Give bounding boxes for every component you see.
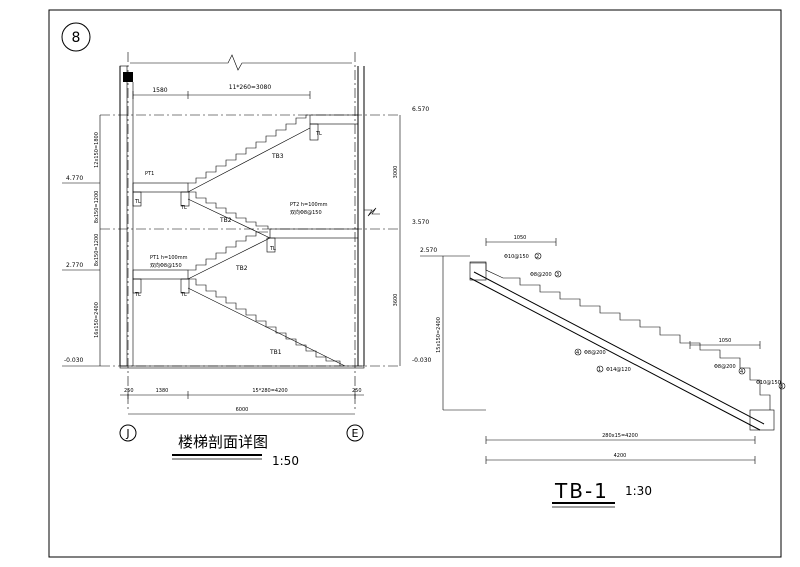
level-mid: 3.570	[412, 219, 429, 226]
stair-section-drawing: 1580 11*260=3080 TB3 TB2 TB2 TB1 TL TL T…	[62, 52, 432, 468]
tb1-height-dim: 15x150=2400	[436, 317, 442, 353]
label-pt1b-rebar: 双向Φ8@150	[150, 262, 182, 269]
label-pt2: PT2 h=100mm	[290, 202, 328, 208]
rebar-1-num: 2	[536, 254, 539, 260]
rebar-5-num: 4	[740, 369, 743, 375]
tb1-title: TB-1	[554, 479, 609, 503]
label-tb2-upper: TB2	[219, 217, 232, 224]
label-tl-6: TL	[180, 292, 187, 298]
section-scale: 1:50	[272, 454, 299, 468]
label-tl-2: TL	[134, 199, 141, 205]
tb1-top-dim: 1050	[514, 235, 527, 241]
left-dim-d: 16x150=2400	[94, 302, 100, 338]
level-left-bottom: -0.030	[64, 357, 84, 364]
tb1-level: 2.570	[420, 247, 437, 254]
label-tb2-lower: TB2	[235, 265, 248, 272]
tb1-detail-drawing: 2.570 15x150=2400 1050 1050 Φ10@150 2 Φ8…	[420, 235, 786, 508]
label-tb3: TB3	[271, 153, 284, 160]
rebar-5-text: Φ8@200	[714, 364, 736, 370]
bottom-dim-1: 1380	[156, 388, 169, 394]
label-tl-5: TL	[134, 292, 141, 298]
axis-bubble-j: J	[125, 427, 129, 440]
detail-number-marker: 8	[61, 22, 91, 52]
tb1-scale: 1:30	[625, 484, 652, 498]
label-pt2-rebar: 双向Φ8@150	[290, 209, 322, 216]
bottom-dim-left: 250	[124, 388, 134, 394]
rebar-6-num: 3	[780, 384, 783, 390]
level-top: 6.570	[412, 106, 429, 113]
top-dim-2: 11*260=3080	[229, 84, 272, 91]
bottom-dim-right: 250	[352, 388, 362, 394]
left-dim-b: 8x150=1200	[94, 191, 100, 224]
left-dim-c: 8x150=1200	[94, 234, 100, 267]
rebar-3-num: 4	[576, 350, 579, 356]
label-tb1: TB1	[269, 349, 282, 356]
label-tl-1: TL	[315, 131, 322, 137]
level-left-lower: 2.770	[66, 262, 83, 269]
label-tl-3: TL	[180, 205, 187, 211]
rebar-4-text: Φ14@120	[606, 367, 631, 373]
axis-bubble-e: E	[352, 427, 359, 440]
label-pt1b: PT1 h=100mm	[150, 255, 188, 261]
rebar-6-text: Φ10@150	[756, 380, 781, 386]
drawing-frame	[48, 9, 782, 558]
detail-number: 8	[72, 30, 81, 46]
tb1-bottom-dim-total: 4200	[614, 453, 627, 459]
rebar-1-text: Φ10@150	[504, 254, 529, 260]
right-dim-a: 3000	[393, 166, 399, 179]
tb1-right-top-dim: 1050	[719, 338, 732, 344]
right-dim-b: 3600	[393, 294, 399, 307]
rebar-2-num: 3	[556, 272, 559, 278]
bottom-dim-2: 15*280=4200	[252, 388, 287, 394]
rebar-2-text: Φ8@200	[530, 272, 552, 278]
left-dim-a: 12x150=1800	[94, 132, 100, 168]
level-left-upper: 4.770	[66, 175, 83, 182]
level-low-right: -0.030	[412, 357, 432, 364]
tb1-bottom-dim-1: 280x15=4200	[602, 433, 638, 439]
bottom-dim-total: 6000	[236, 407, 249, 413]
section-title: 楼梯剖面详图	[178, 433, 268, 451]
label-pt1: PT1	[145, 171, 154, 177]
rebar-3-text: Φ8@200	[584, 350, 606, 356]
rebar-4-num: 1	[598, 367, 601, 373]
label-tl-4: TL	[269, 246, 276, 252]
top-dim-1: 1580	[152, 87, 167, 94]
